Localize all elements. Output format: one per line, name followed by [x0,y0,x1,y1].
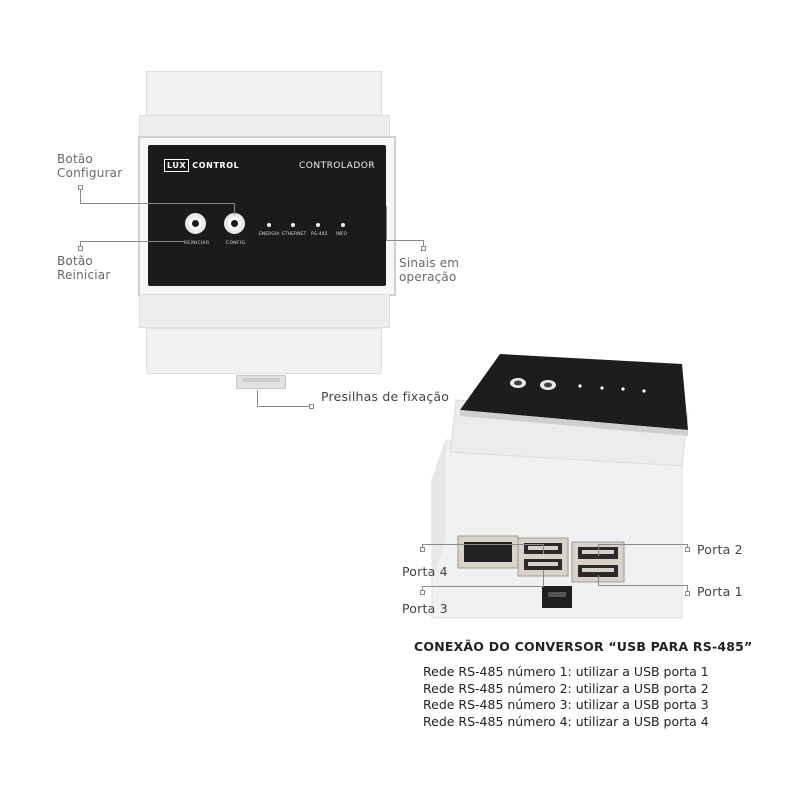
callout-porta4: Porta 4 [402,564,448,579]
housing-shoulder-top [139,115,390,139]
callout-porta2: Porta 2 [697,542,743,557]
led-3d-1 [578,384,582,388]
leader-line [234,203,235,215]
configurar-button-label: CONFIG. [226,241,247,246]
leader-line [80,190,81,203]
configurar-button[interactable] [224,213,245,234]
leader-line [422,586,544,587]
leader-node [309,404,314,409]
logo-lux: LUX [164,159,190,172]
connection-list: Rede RS-485 número 1: utilizar a USB por… [423,664,709,730]
callout-porta3: Porta 3 [402,601,448,616]
led-energia [267,223,271,227]
led-label-info: INFO [336,232,348,237]
housing-shoulder-bottom [139,294,390,328]
panel-title: CONTROLADOR [299,161,376,171]
fixing-clip-slot [242,378,280,382]
connection-line-3: Rede RS-485 número 3: utilizar a USB por… [423,697,709,712]
leader-line [598,544,688,545]
reiniciar-button-label: REINICIAR [184,241,210,246]
leader-line [543,544,544,554]
housing-top [146,71,382,119]
connection-line-2: Rede RS-485 número 2: utilizar a USB por… [423,680,709,696]
leader-line [687,544,688,548]
led-3d-4 [642,389,646,393]
leader-line [422,586,423,591]
leader-line [422,544,423,548]
leader-line [257,390,258,406]
led-3d-2 [600,386,604,390]
housing-3d-lower-side [432,440,446,580]
leader-line [80,241,185,242]
reiniciar-button[interactable] [185,213,206,234]
led-ethernet [291,223,295,227]
panel-3d [460,354,688,430]
leader-line [386,206,387,241]
logo-control: CONTROL [192,161,240,170]
led-label-energia: ENERGIA [259,232,280,237]
leader-line [422,544,544,545]
connection-line-4: Rede RS-485 número 4: utilizar a USB por… [423,713,709,729]
leader-node [78,185,83,190]
connection-line-1: Rede RS-485 número 1: utilizar a USB por… [423,664,709,679]
led-rs485 [316,223,320,227]
panel-3d-edge [460,410,688,436]
callout-reiniciar: Botão Reiniciar [57,254,111,282]
callout-sinais: Sinais em operação [399,256,460,284]
leader-line [598,585,688,586]
led-3d-3 [621,387,625,391]
leader-line [257,406,309,407]
leader-line [80,203,235,204]
leader-line [386,240,424,241]
led-label-rs485: RS-485 [311,232,328,237]
leader-line [80,241,81,247]
leader-line [687,585,688,592]
leader-line [598,575,599,586]
led-info [341,223,345,227]
callout-presilhas: Presilhas de fixação [321,389,450,404]
callout-porta1: Porta 1 [697,584,743,599]
led-label-ethernet: ETHERNET [282,232,307,237]
housing-bottom [146,328,382,374]
connection-title: CONEXÃO DO CONVERSOR “USB PARA RS-485” [414,639,753,654]
leader-line [423,240,424,247]
leader-line [598,544,599,556]
callout-configurar: Botão Configurar [57,152,123,180]
device-3d-view [431,354,689,619]
leader-line [543,570,544,587]
luxcontrol-logo: LUX CONTROL [164,159,239,172]
